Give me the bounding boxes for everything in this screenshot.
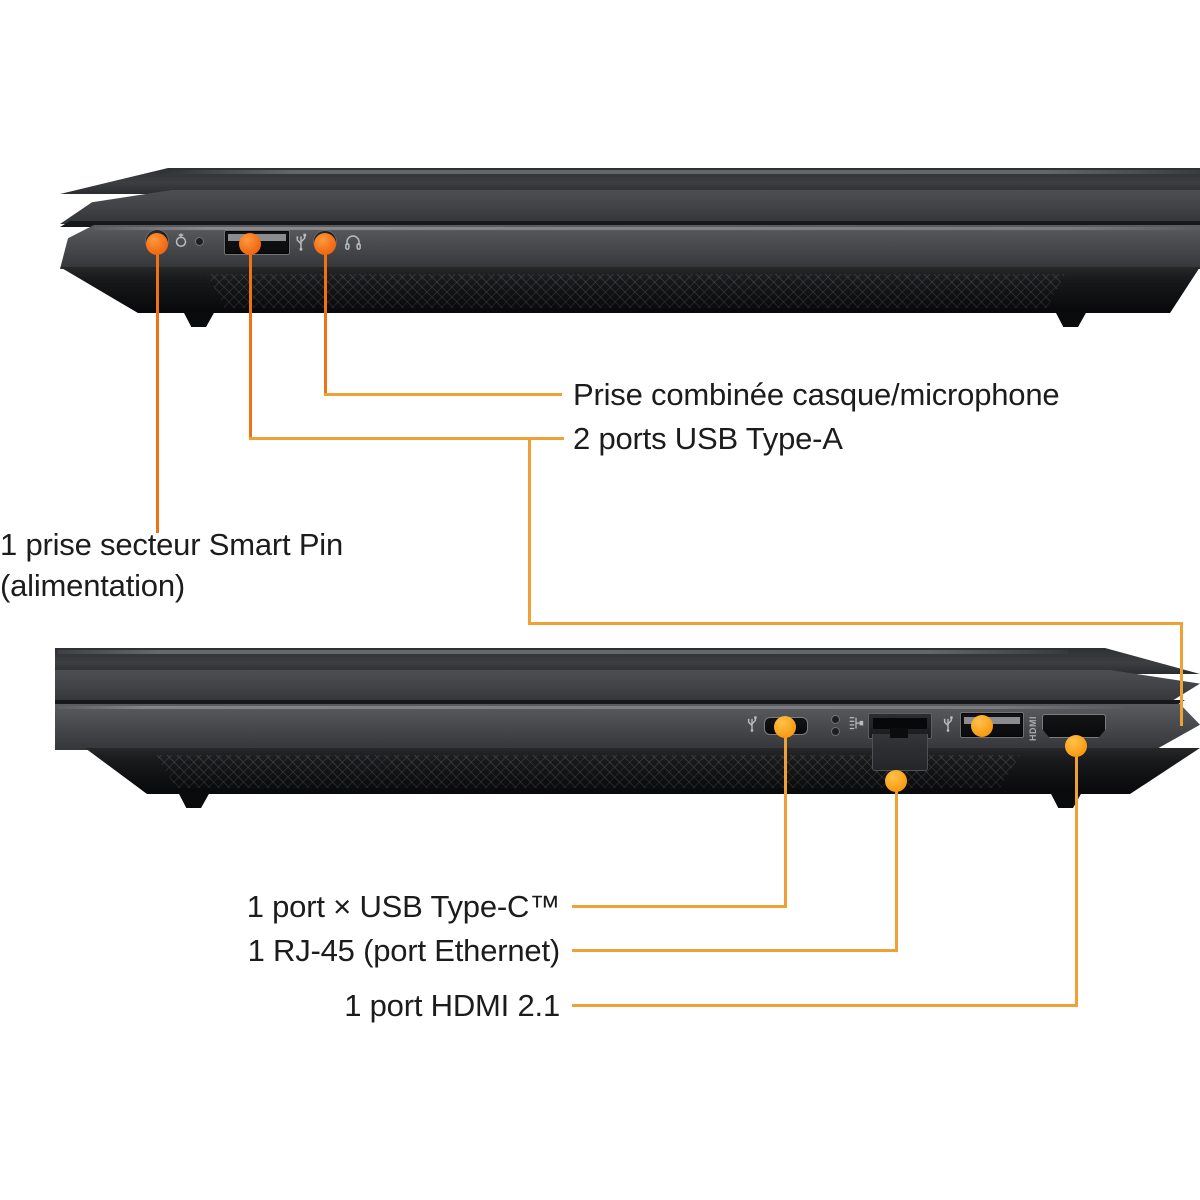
leader-rj45-horizontal	[572, 949, 898, 952]
rubber-foot-right-2	[1050, 792, 1082, 808]
lid-body-2	[55, 670, 1200, 704]
power-led-indicator	[196, 238, 203, 245]
network-icon	[847, 714, 865, 734]
leader-usbc-vertical	[784, 726, 787, 908]
base-deck-highlight-2	[58, 706, 1123, 709]
leader-headphone-vertical	[324, 243, 327, 395]
laptop-top-view	[0, 168, 1200, 348]
callout-dot-rj45[interactable]	[885, 770, 907, 792]
leader-usba-horizontal-to-label	[249, 437, 564, 440]
callout-label-hdmi: 1 port HDMI 2.1	[344, 988, 560, 1023]
lid-base-seam-2	[55, 700, 1185, 706]
leader-usba-branch-down-to-port	[1180, 622, 1183, 726]
callout-dot-hdmi[interactable]	[1065, 735, 1087, 757]
power-plug-icon	[172, 232, 190, 250]
leader-headphone-horizontal	[324, 393, 562, 396]
lid-top-highlight-2	[58, 650, 1068, 654]
lid-body	[60, 190, 1200, 224]
leader-power-vertical	[156, 243, 159, 533]
rj45-drop-jaw	[872, 734, 928, 771]
rubber-foot-right	[1055, 311, 1087, 327]
callout-label-rj45: 1 RJ-45 (port Ethernet)	[247, 933, 561, 968]
base-deck-highlight	[95, 227, 1200, 230]
laptop-bottom-view: HDMI	[0, 648, 1200, 828]
bottom-chassis-shadow	[60, 267, 1200, 313]
callout-label-headphone: Prise combinée casque/microphone	[573, 377, 1060, 412]
bottom-vent-texture	[207, 274, 1065, 308]
leader-usba-branch-vertical	[528, 437, 531, 625]
callout-dot-usba-bottom[interactable]	[971, 715, 993, 737]
usb-superspeed-icon-a2	[938, 713, 958, 733]
lid-base-seam	[60, 221, 1200, 227]
callout-dot-headphone[interactable]	[314, 233, 336, 255]
lid-top-highlight	[168, 170, 1200, 174]
callout-label-power-line2: (alimentation)	[0, 568, 186, 603]
headphone-icon	[344, 233, 362, 251]
rubber-foot-left	[183, 311, 215, 327]
rj45-latch-notch	[890, 728, 908, 738]
leader-rj45-vertical	[895, 780, 898, 952]
hdmi-icon: HDMI	[1028, 716, 1038, 741]
status-led-1	[832, 716, 839, 723]
leader-usba-branch-horizontal	[528, 622, 1183, 625]
bottom-chassis-shadow-2	[85, 748, 1200, 794]
callout-dot-power[interactable]	[146, 233, 168, 255]
usb-superspeed-icon-c	[742, 713, 762, 733]
leader-usba-vertical-up	[249, 243, 252, 439]
usb-superspeed-icon-top	[290, 230, 312, 252]
callout-label-power-line1: 1 prise secteur Smart Pin	[0, 527, 344, 562]
rj45-contact-slot	[873, 718, 927, 729]
callout-dot-usba-top[interactable]	[239, 233, 261, 255]
leader-hdmi-horizontal	[572, 1004, 1078, 1007]
leader-hdmi-vertical	[1075, 745, 1078, 1007]
bottom-chassis-2	[85, 748, 1200, 794]
callout-label-usba: 2 ports USB Type-A	[573, 421, 843, 456]
rubber-foot-left-2	[178, 792, 210, 808]
callout-label-usbc: 1 port × USB Type-C™	[246, 889, 561, 924]
callout-dot-usbc[interactable]	[774, 716, 796, 738]
status-led-2	[832, 728, 839, 735]
leader-usbc-horizontal	[572, 905, 787, 908]
